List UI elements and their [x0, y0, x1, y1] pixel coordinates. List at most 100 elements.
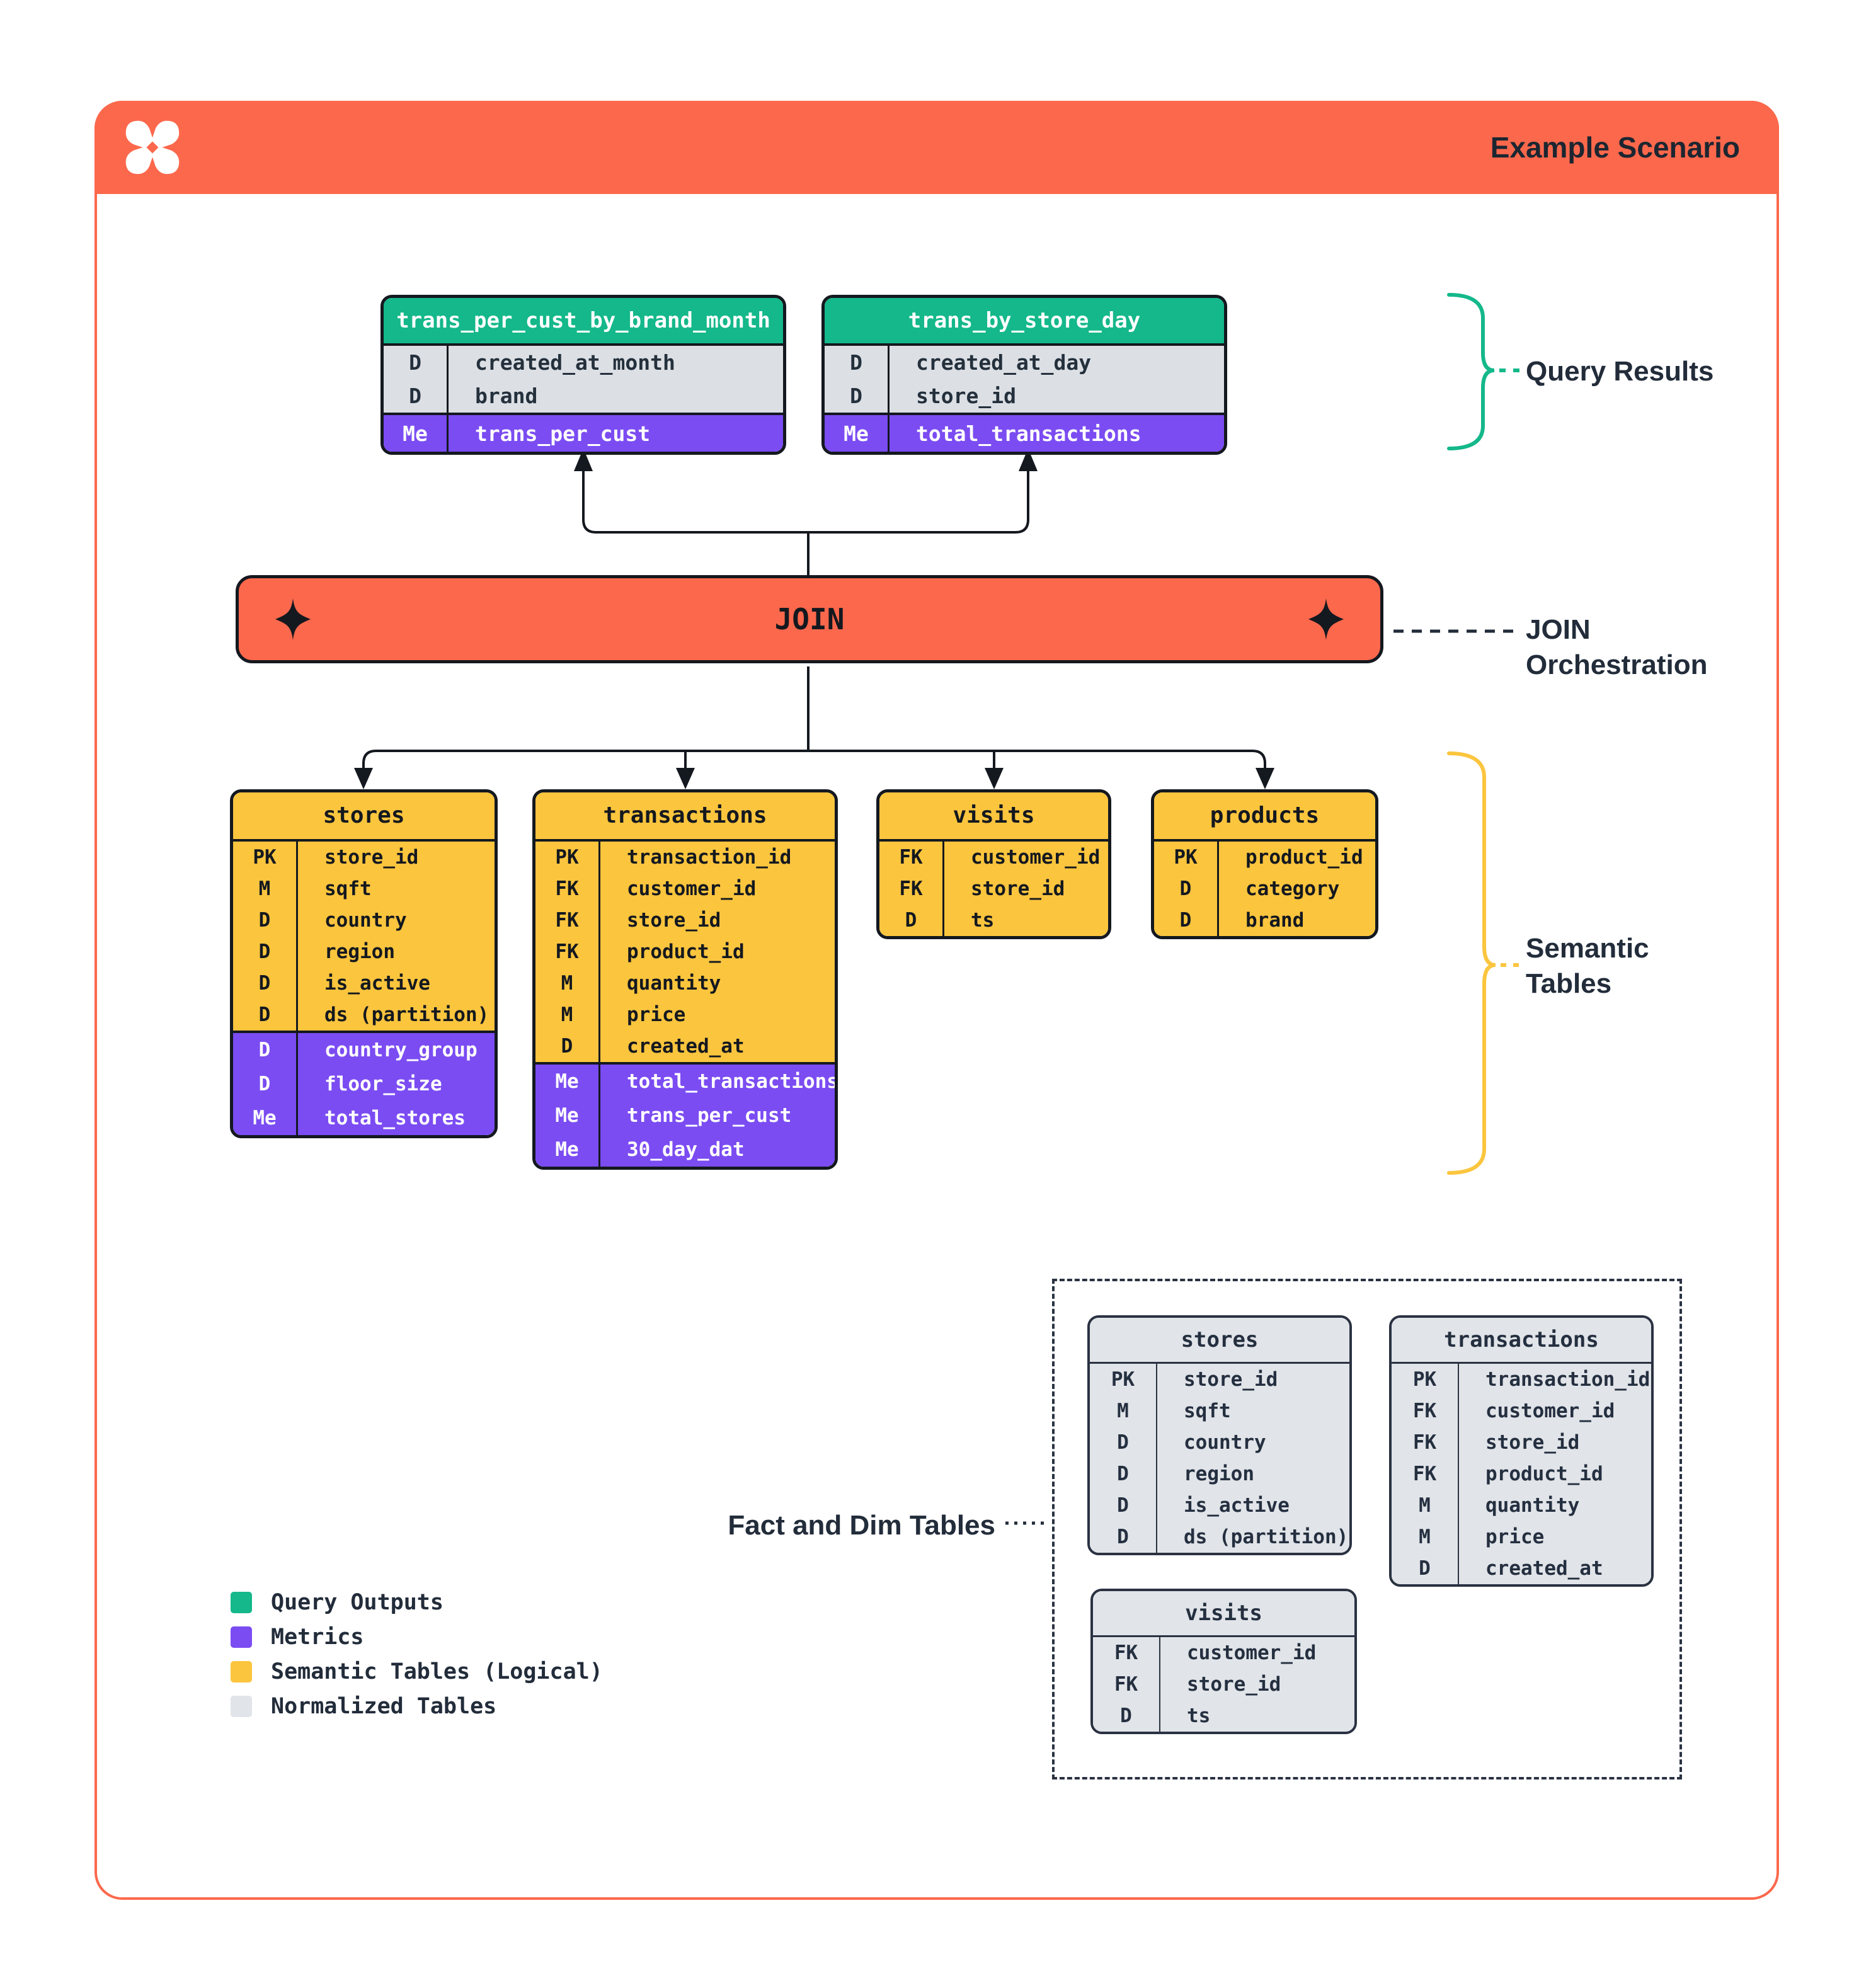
row-field: store_id: [1187, 1673, 1281, 1696]
row-field: ts: [1187, 1705, 1211, 1727]
row-key: PK: [1154, 842, 1219, 873]
row-key: D: [1090, 1521, 1157, 1553]
table-row: PK product_id: [1154, 842, 1375, 873]
row-key: PK: [1090, 1364, 1157, 1395]
table-title: products: [1154, 792, 1375, 842]
row-field: ds (partition): [1184, 1526, 1349, 1548]
row-field: total_transactions: [627, 1070, 838, 1093]
row-key: FK: [1093, 1637, 1160, 1669]
row-field: created_at: [1485, 1557, 1603, 1580]
row-field: region: [1184, 1463, 1254, 1485]
row-key: M: [535, 968, 600, 999]
legend-label: Query Outputs: [271, 1589, 443, 1615]
row-key: D: [1154, 873, 1219, 905]
row-field: store_id: [971, 877, 1065, 900]
row-field: transaction_id: [1485, 1368, 1651, 1391]
row-field: customer_id: [971, 846, 1101, 869]
row-field: 30_day_dat: [627, 1138, 745, 1161]
row-key: FK: [1392, 1395, 1459, 1427]
row-field: quantity: [627, 972, 721, 995]
fact-dim-region: [1052, 1279, 1682, 1779]
row-field: total_transactions: [916, 421, 1141, 446]
row-key: FK: [879, 842, 944, 873]
table-row: Me total_transactions: [535, 1065, 835, 1099]
row-field: country: [324, 909, 407, 932]
row-field: customer_id: [1187, 1642, 1317, 1664]
card-header: Example Scenario: [94, 101, 1779, 194]
row-field: sqft: [324, 877, 372, 900]
dbt-logo-icon: [122, 117, 183, 178]
join-label: JOIN: [774, 602, 845, 636]
row-key: D: [1090, 1490, 1157, 1521]
row-field: store_id: [627, 909, 721, 932]
row-field: product_id: [1485, 1463, 1603, 1485]
row-key: D: [233, 999, 298, 1031]
legend-item: Normalized Tables: [231, 1689, 603, 1723]
table-title: transactions: [1392, 1318, 1651, 1364]
row-field: ts: [971, 909, 995, 932]
row-key: PK: [1392, 1364, 1459, 1395]
diamond-icon: [1308, 598, 1344, 640]
row-key: Me: [233, 1101, 298, 1135]
row-field: ds (partition): [324, 1003, 489, 1026]
row-field: trans_per_cust: [475, 421, 651, 446]
row-key: M: [1392, 1521, 1459, 1553]
legend-swatch-yellow: [231, 1660, 252, 1682]
table-title: trans_per_cust_by_brand_month: [384, 298, 783, 346]
row-field: price: [1485, 1526, 1545, 1548]
label-semantic-tables: Semantic Tables: [1526, 933, 1649, 999]
label-fact-dim-tables: Fact and Dim Tables: [728, 1510, 995, 1541]
label-join-orchestration: JOIN Orchestration: [1526, 614, 1708, 680]
table-title: visits: [1093, 1591, 1354, 1637]
row-field: transaction_id: [627, 846, 792, 869]
row-key: M: [1392, 1490, 1459, 1521]
row-field: quantity: [1485, 1494, 1580, 1517]
row-key: Me: [384, 415, 449, 452]
row-key: Me: [535, 1099, 600, 1133]
row-key: D: [1090, 1458, 1157, 1490]
row-key: PK: [233, 842, 298, 873]
row-field: created_at_month: [475, 350, 675, 375]
page-title: Example Scenario: [1490, 131, 1740, 164]
legend-label: Normalized Tables: [271, 1693, 497, 1719]
row-key: D: [1154, 905, 1219, 936]
legend: Query Outputs Metrics Semantic Tables (L…: [231, 1585, 603, 1723]
row-key: FK: [1392, 1427, 1459, 1458]
row-key: Me: [535, 1065, 600, 1099]
diamond-icon: [275, 598, 311, 640]
row-key: D: [384, 346, 449, 379]
row-field: category: [1245, 877, 1340, 900]
row-field: brand: [1245, 909, 1305, 932]
row-field: floor_size: [324, 1073, 442, 1095]
row-field: product_id: [1245, 846, 1363, 869]
row-field: brand: [475, 384, 538, 408]
table-row: FK customer_id: [879, 842, 1108, 873]
row-field: store_id: [324, 846, 419, 869]
legend-label: Semantic Tables (Logical): [271, 1659, 603, 1684]
